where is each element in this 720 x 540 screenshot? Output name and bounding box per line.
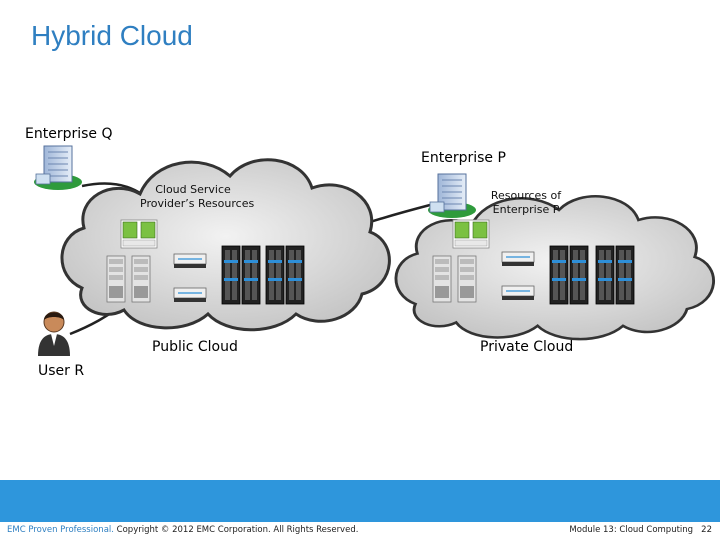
rack-icon [595, 245, 615, 305]
server-icon [131, 255, 151, 303]
footer-brand: EMC Proven Professional. [7, 525, 114, 535]
rep-line-1: Resources of [490, 189, 562, 202]
server-icon [457, 255, 477, 303]
csp-line-1: Cloud Service [155, 183, 231, 196]
rep-line-2: Enterprise P [492, 203, 560, 216]
rack-icon [569, 245, 589, 305]
csp-line-2: Provider’s Resources [140, 197, 255, 210]
rack-icon [549, 245, 569, 305]
footer-copyright-text: Copyright © 2012 EMC Corporation. All Ri… [113, 525, 359, 535]
public-cloud-label: Public Cloud [152, 339, 238, 355]
user-r-label: User R [38, 363, 85, 379]
footer-module: Module 13: Cloud Computing 22 [569, 525, 712, 535]
footer-bar [0, 480, 720, 522]
enterprise-p-resources-label: Resources of Enterprise P [488, 189, 564, 217]
rack-icon [615, 245, 635, 305]
rack-icon [265, 245, 285, 305]
csp-resources-label: Cloud Service Provider’s Resources [140, 183, 255, 211]
server-icon [106, 255, 126, 303]
footer-copyright: EMC Proven Professional. Copyright © 201… [7, 525, 358, 535]
rack-icon [285, 245, 305, 305]
rack-icon [241, 245, 261, 305]
hypervisor-icon [120, 219, 158, 249]
server-icon [432, 255, 452, 303]
enterprise-p-building-icon [427, 173, 477, 219]
switch-icon [173, 253, 207, 269]
hypervisor-icon [452, 219, 490, 249]
enterprise-p-label: Enterprise P [421, 150, 506, 166]
private-cloud-label: Private Cloud [480, 339, 574, 355]
switch-icon [501, 285, 535, 301]
slide-title: Hybrid Cloud [31, 20, 193, 51]
user-icon [38, 311, 70, 356]
switch-icon [173, 287, 207, 303]
footer-page-number: 22 [701, 525, 712, 535]
switch-icon [501, 251, 535, 267]
enterprise-q-label: Enterprise Q [25, 126, 113, 142]
enterprise-q-building-icon [33, 145, 83, 191]
rack-icon [221, 245, 241, 305]
hybrid-cloud-diagram [33, 145, 716, 356]
footer-module-text: Module 13: Cloud Computing [569, 525, 694, 535]
